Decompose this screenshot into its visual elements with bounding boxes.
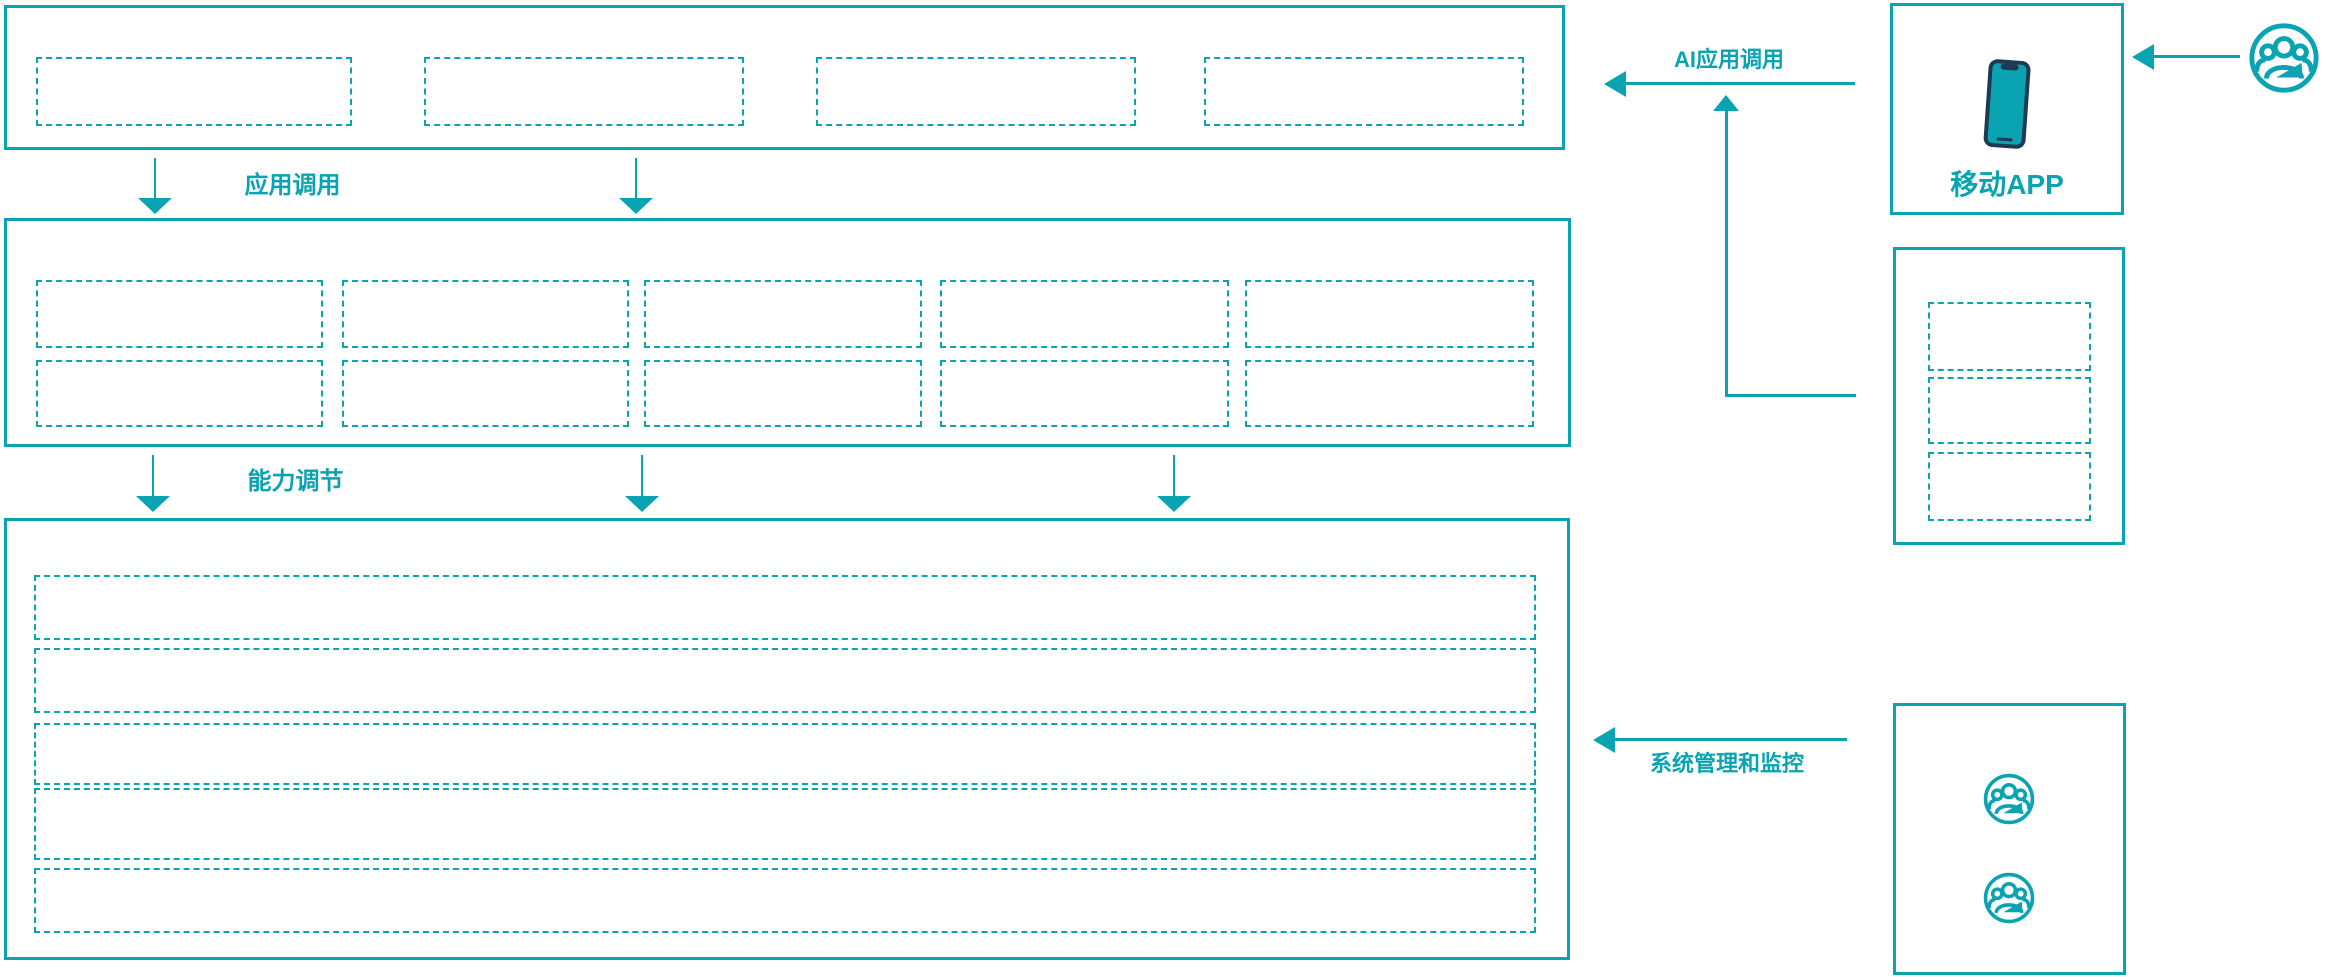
ai-app-call-label: AI应用调用 [1673, 47, 1784, 72]
middle-placeholder-r1c3 [644, 280, 922, 348]
top-container-box [4, 5, 1565, 150]
system-mgmt-label: 系统管理和监控 [1649, 751, 1804, 776]
bottom-placeholder-row-3 [34, 723, 1536, 785]
top-placeholder-1 [36, 57, 352, 126]
users-icon [1982, 871, 2036, 925]
mobile-app-label: 移动APP [1950, 169, 2064, 200]
top-placeholder-4 [1204, 57, 1524, 126]
middle-placeholder-r2c1 [36, 360, 323, 427]
middle-placeholder-r1c5 [1245, 280, 1534, 348]
admin-users-box [1893, 703, 2126, 975]
capability-adjust-label: 能力调节 [247, 468, 344, 495]
service-placeholder-3 [1928, 452, 2091, 521]
bottom-placeholder-row-1 [34, 575, 1536, 640]
middle-placeholder-r2c3 [644, 360, 922, 427]
smartphone-icon [1979, 54, 2035, 156]
top-placeholder-2 [424, 57, 744, 126]
mobile-app-box: 移动APP [1890, 3, 2124, 215]
service-placeholder-1 [1928, 302, 2091, 371]
service-placeholder-2 [1928, 377, 2091, 444]
middle-placeholder-r1c4 [940, 280, 1229, 348]
middle-placeholder-r1c1 [36, 280, 323, 348]
app-call-label: 应用调用 [244, 172, 341, 199]
middle-placeholder-r2c2 [342, 360, 629, 427]
middle-container-box [4, 218, 1571, 447]
bottom-placeholder-row-5 [34, 868, 1536, 933]
bottom-container-box [4, 518, 1570, 960]
middle-placeholder-r2c4 [940, 360, 1229, 427]
right-service-box [1893, 247, 2125, 545]
middle-placeholder-r1c2 [342, 280, 629, 348]
external-users-icon [2247, 21, 2321, 95]
bottom-placeholder-row-2 [34, 648, 1536, 713]
middle-placeholder-r2c5 [1245, 360, 1534, 427]
top-placeholder-3 [816, 57, 1136, 126]
bottom-placeholder-row-4 [34, 788, 1536, 860]
users-icon [1982, 772, 2036, 826]
